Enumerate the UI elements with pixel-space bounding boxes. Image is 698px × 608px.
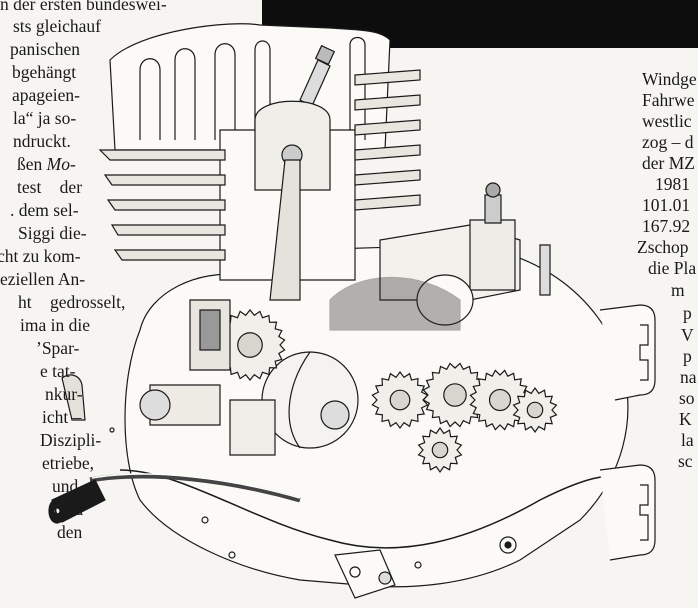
italic-word: Mo- [46,154,76,174]
text-line: la [681,430,694,450]
bottom-mount [335,537,516,598]
text-line: icht – [42,407,82,427]
text-line: Windge [642,69,697,89]
text-line: K [679,409,692,429]
kickstart-lever-highlight [92,474,300,498]
text-line: n der ersten bundeswei- [0,0,167,14]
text-line: westlic [642,111,692,131]
text-line: der MZ [642,153,695,173]
text-line: sc [678,451,693,471]
cylinder-fins-right [355,70,420,210]
side-cover [120,470,630,548]
text-line: bgehängt [12,62,77,82]
connecting-rod [270,160,300,300]
text-line: so [679,388,695,408]
gear-hub [444,384,466,406]
flywheel [262,352,358,448]
text-line: Diszipli- [40,430,102,450]
text-line: etriebe, [42,453,94,473]
text-line: und [52,476,79,496]
text-line: na [680,367,697,387]
text-line: den [57,522,83,542]
text-line: 167.92 [642,216,691,236]
gear-hub [432,442,447,457]
spark-plug [300,46,334,106]
text-line: e tat- [40,361,76,381]
gear-hub [490,390,511,411]
crankshaft-shadow [330,278,460,331]
text-line: die Pla [648,258,697,278]
text-line: eziellen An- [0,269,86,289]
text-line: cht zu kom- [0,246,81,266]
text-line: Und [53,499,84,519]
cylinder-fins-left [100,150,225,260]
mounting-lugs [600,305,655,560]
gear-hub [527,402,542,417]
gear-hub [390,390,410,410]
text-line: Zschop [637,237,689,257]
cover-screws [110,428,421,568]
text-line: ht gedrosselt, [18,292,126,312]
text-line: p [683,303,692,323]
text-line: ßen Mo- [17,154,76,174]
text-line: Fahrwe [642,90,695,110]
text-line: la“ ja so- [13,108,77,128]
text-line: panischen [10,39,80,59]
text-line: zog – d [642,132,694,152]
text-line: 101.01 [642,195,691,215]
text-line: sts gleichauf [13,16,101,36]
kickstart-grip-icon [49,480,105,523]
text-line: V [681,325,694,345]
text-line: . dem sel- [10,200,79,220]
text-line: Siggi die- [18,223,87,243]
carburetor [380,183,550,325]
text-line: apageien- [12,85,81,105]
text-line: test der [17,177,83,197]
text-line: ndruckt. [13,131,71,151]
gearbox [215,310,556,472]
breather-tube [62,375,85,420]
head-fins [140,38,365,141]
text-line: ’Spar- [36,338,80,358]
text-line: p [683,346,692,366]
text-line: nkur- [45,384,83,404]
kickstart-lever [90,476,300,500]
text-fragment: ßen [17,154,47,174]
gear-hub [238,333,263,358]
text-line: 1981 [655,174,690,194]
text-line: m [671,280,685,300]
text-line: ima in die [20,315,90,335]
clutch-assembly [140,300,275,455]
